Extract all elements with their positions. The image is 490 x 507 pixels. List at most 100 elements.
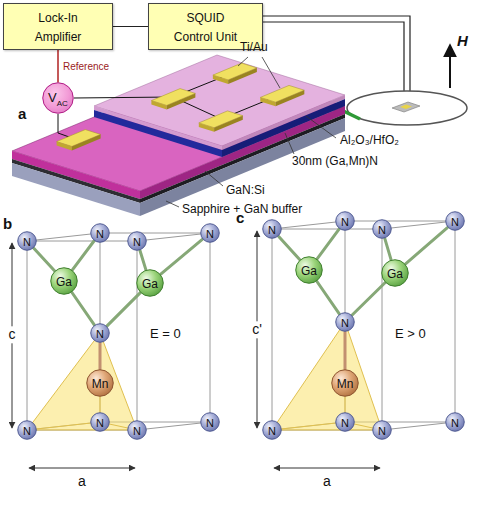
node-outline-circle: [382, 260, 409, 287]
nitrogen-atom: N: [17, 231, 37, 251]
nitrogen-atom: N: [335, 312, 355, 332]
panel-letter: b: [3, 216, 12, 233]
node-text: N: [133, 236, 141, 248]
manganese-atom: Mn: [86, 369, 114, 397]
voltage-source: VAC: [42, 82, 74, 114]
text-holder: N: [96, 413, 104, 431]
text-holder: N: [341, 413, 349, 431]
dimension-label: c': [250, 321, 264, 338]
node-text: Mn: [92, 377, 109, 391]
node-outline-circle: [263, 220, 282, 239]
gallium-atom: Ga: [381, 259, 409, 287]
bond: [72, 241, 94, 270]
text-holder: N: [451, 413, 459, 431]
node-text: AC: [57, 99, 68, 108]
layer-label: Al₂O₃/HfO₂: [340, 134, 399, 147]
layer-label: 30nm (Ga,Mn)N: [292, 155, 378, 168]
nitrogen-atom: N: [372, 420, 392, 440]
bond: [352, 283, 385, 315]
instrument-box: Lock-In Amplifier: [3, 3, 113, 50]
node-text: N: [23, 236, 31, 248]
reference-wire: [57, 50, 59, 82]
node-outline-circle: [296, 257, 323, 284]
node-text: N: [23, 425, 31, 437]
sample-symbol: [392, 102, 420, 112]
text-holder: N: [206, 413, 214, 431]
contact-pad: [260, 85, 304, 106]
node-text: N: [206, 417, 214, 429]
text-holder: N: [133, 232, 141, 250]
leader-line: [306, 116, 336, 138]
node-text: Ga: [301, 264, 317, 278]
bond: [140, 251, 146, 270]
dimension-arrow: [274, 468, 380, 469]
bond: [161, 239, 203, 274]
tetrahedron: [27, 333, 137, 430]
text-holder: N: [268, 220, 276, 238]
nitrogen-atom: N: [90, 412, 110, 432]
panel-letter: c: [236, 210, 244, 227]
node-text: Mn: [337, 377, 354, 391]
dimension-label: a: [323, 474, 331, 489]
wire: [58, 114, 72, 138]
nitrogen-atom: N: [445, 412, 465, 432]
node-outline-circle: [332, 370, 359, 397]
bond: [385, 239, 391, 260]
nitrogen-atom: N: [335, 211, 355, 231]
bond: [344, 332, 347, 369]
nitrogen-atom: N: [200, 223, 220, 243]
dimension-label: c: [7, 326, 18, 343]
text-holder: N: [23, 421, 31, 439]
node-outline-circle: [91, 324, 110, 343]
text-holder: N: [341, 212, 349, 230]
text-holder: Lock-In Amplifier: [23, 8, 93, 45]
node-outline-circle: [18, 232, 37, 251]
node-outline: [42, 82, 74, 114]
oxide-layer: [94, 55, 345, 146]
leader-line: [285, 133, 294, 154]
text-holder: N: [378, 421, 386, 439]
text-holder: N: [451, 212, 459, 230]
node-outline-circle: [201, 224, 220, 243]
gamnn-layer: [94, 110, 222, 157]
node-text: N: [268, 224, 276, 236]
node-text: N: [451, 216, 459, 228]
node-outline-circle: [87, 370, 114, 397]
nitrogen-atom: N: [445, 211, 465, 231]
text-holder: N: [133, 421, 141, 439]
gallium-atom: Ga: [295, 256, 323, 284]
node-outline-circle: [128, 421, 147, 440]
node-outline-circle: [43, 83, 74, 114]
node-outline-circle: [263, 421, 282, 440]
node-text: V: [48, 90, 57, 105]
nitrogen-atom: N: [90, 323, 110, 343]
leader-line: [166, 201, 179, 207]
text-holder: N: [341, 313, 349, 331]
node-text: N: [378, 425, 386, 437]
node-outline-circle: [91, 224, 110, 243]
leader-line: [262, 57, 280, 88]
nitrogen-atom: N: [372, 219, 392, 239]
text-holder: Ga: [387, 264, 403, 282]
node-outline-circle: [137, 270, 164, 297]
cell-edge: [27, 241, 137, 430]
field-condition: E > 0: [395, 327, 426, 341]
cell-edge: [272, 221, 455, 430]
nitrogen-atom: N: [262, 420, 282, 440]
text-holder: Ga: [56, 272, 72, 290]
field-label: H: [457, 33, 468, 50]
gallium-atom: Ga: [50, 267, 78, 295]
panel-letter: a: [18, 106, 26, 123]
text-holder: N: [23, 232, 31, 250]
contact-pad: [151, 89, 195, 110]
nitrogen-atom: N: [200, 412, 220, 432]
bond: [279, 236, 300, 259]
node-text: N: [133, 425, 141, 437]
node-outline-circle: [91, 413, 110, 432]
bond: [406, 228, 448, 264]
tetrahedron: [272, 322, 382, 430]
field-condition: E = 0: [150, 327, 181, 341]
node-text: Lock-In Amplifier: [35, 11, 82, 43]
text-holder: Ga: [301, 261, 317, 279]
